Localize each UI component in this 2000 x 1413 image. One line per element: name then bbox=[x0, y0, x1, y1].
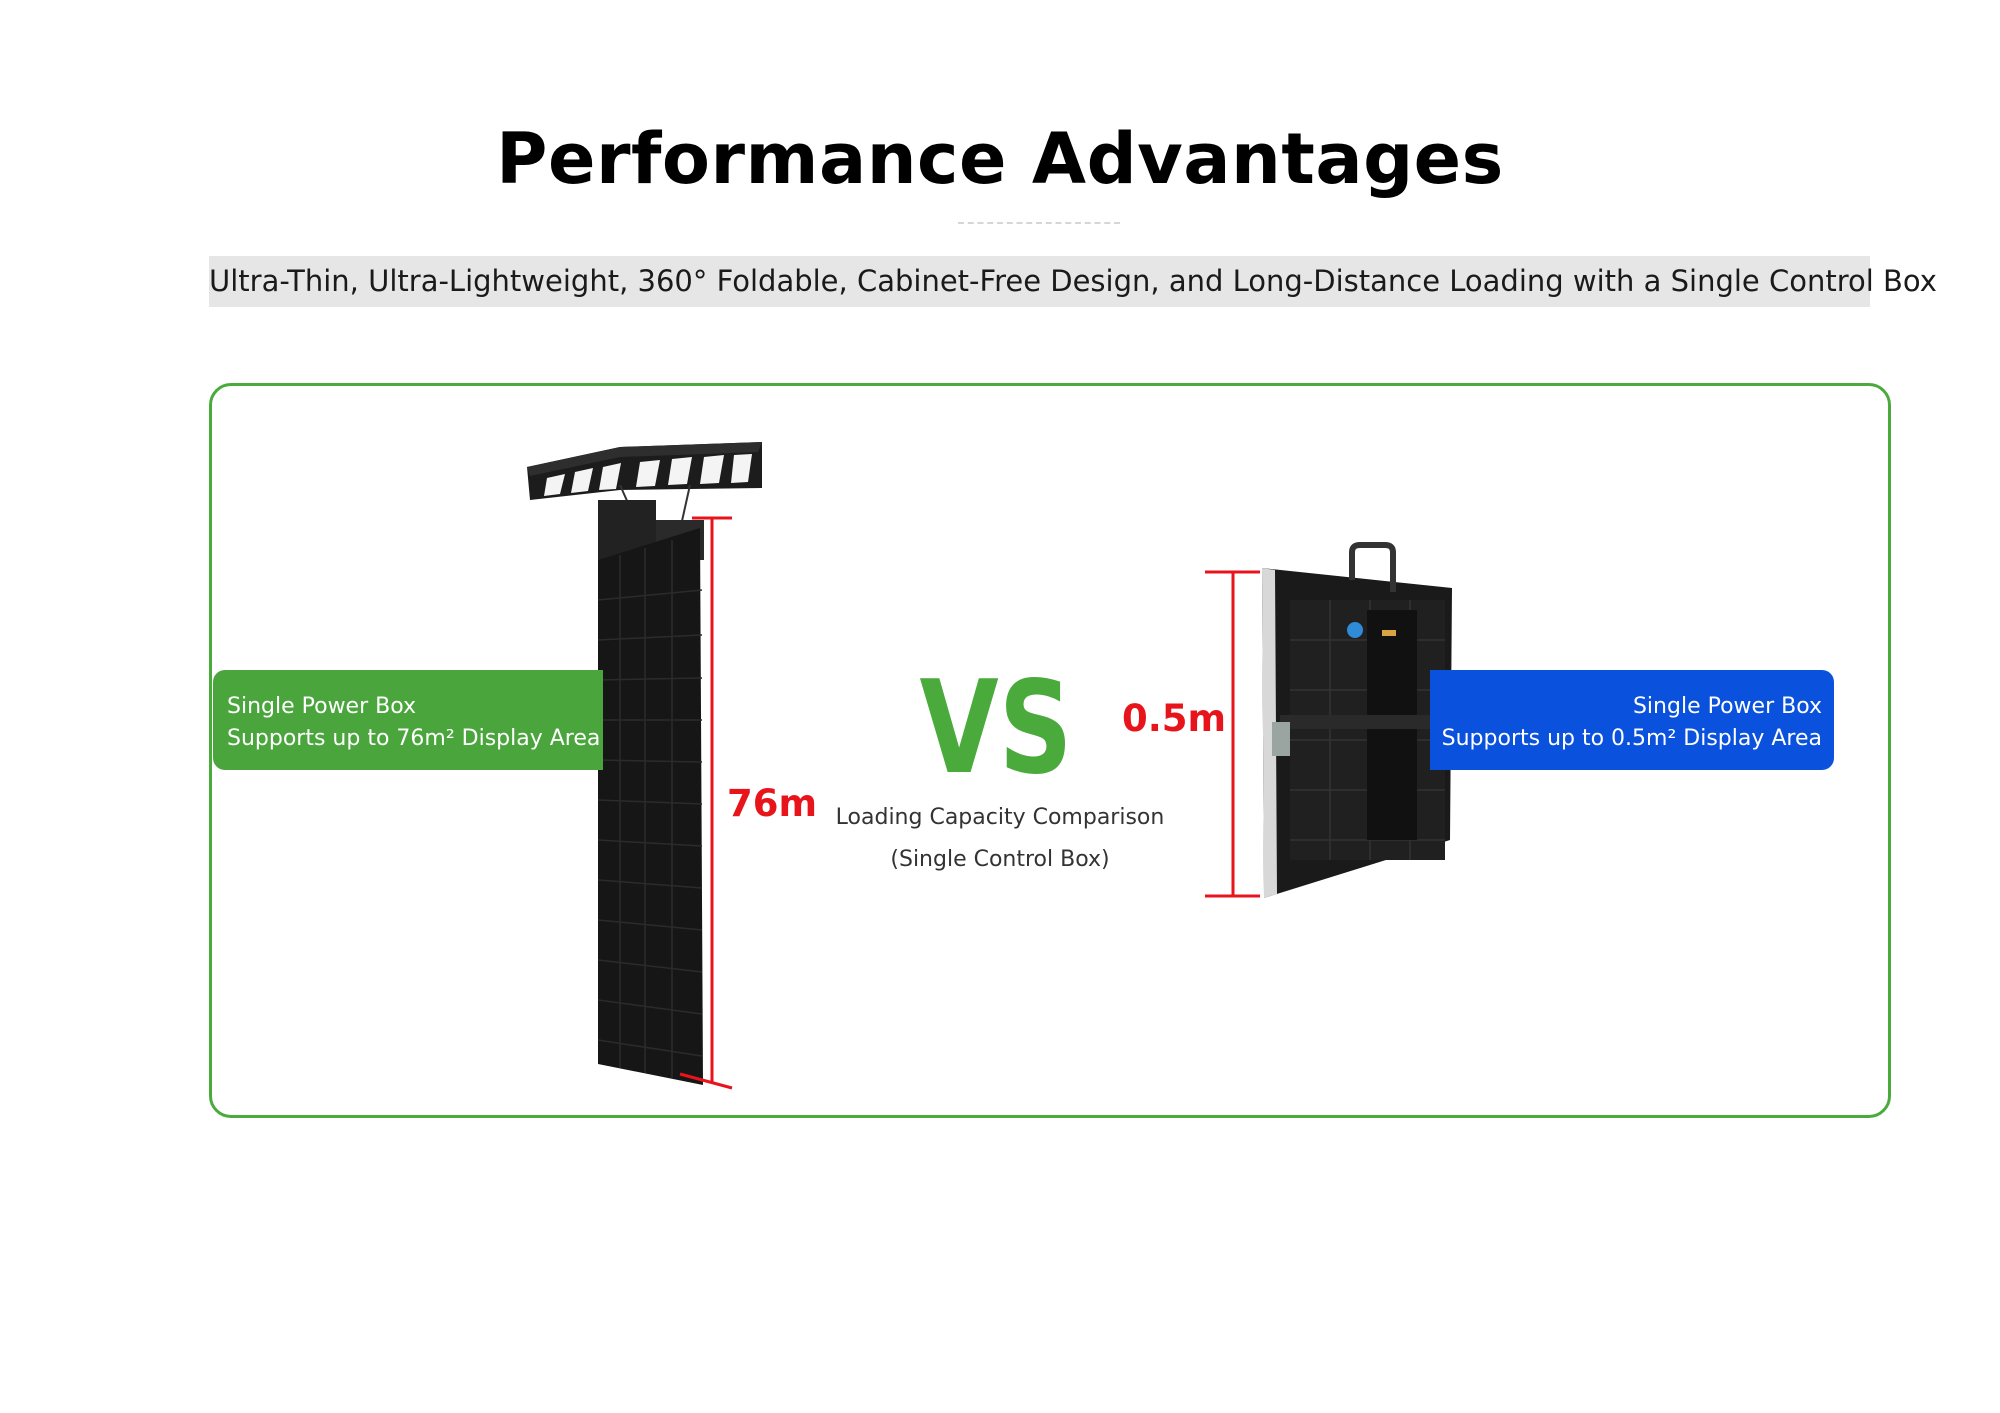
right-dimension-label: 0.5m bbox=[1122, 697, 1227, 740]
led-cabinet-image bbox=[1205, 542, 1455, 898]
left-capacity-tag: Single Power Box Supports up to 76m² Dis… bbox=[213, 670, 603, 770]
right-tag-line2: Supports up to 0.5m² Display Area bbox=[1441, 726, 1822, 751]
vs-text: VS bbox=[920, 654, 1073, 803]
caption-line2: (Single Control Box) bbox=[890, 847, 1110, 872]
right-tag-line1: Single Power Box bbox=[1632, 694, 1822, 719]
page-title: Performance Advantages bbox=[496, 118, 1504, 200]
left-tag-line1: Single Power Box bbox=[227, 694, 417, 719]
caption-line1: Loading Capacity Comparison bbox=[835, 805, 1165, 830]
left-tag-line2: Supports up to 76m² Display Area bbox=[227, 726, 601, 751]
subtitle-text: Ultra-Thin, Ultra-Lightweight, 360° Fold… bbox=[209, 264, 1937, 298]
left-dimension-label: 76m bbox=[727, 782, 818, 825]
comparison-caption: Loading Capacity Comparison (Single Cont… bbox=[820, 797, 1180, 881]
subtitle-banner bbox=[209, 256, 1870, 307]
flexible-led-screen-image bbox=[527, 442, 762, 1090]
comparison-frame bbox=[209, 383, 1891, 1118]
title-divider bbox=[958, 222, 1120, 224]
right-capacity-tag: Single Power Box Supports up to 0.5m² Di… bbox=[1430, 670, 1834, 770]
